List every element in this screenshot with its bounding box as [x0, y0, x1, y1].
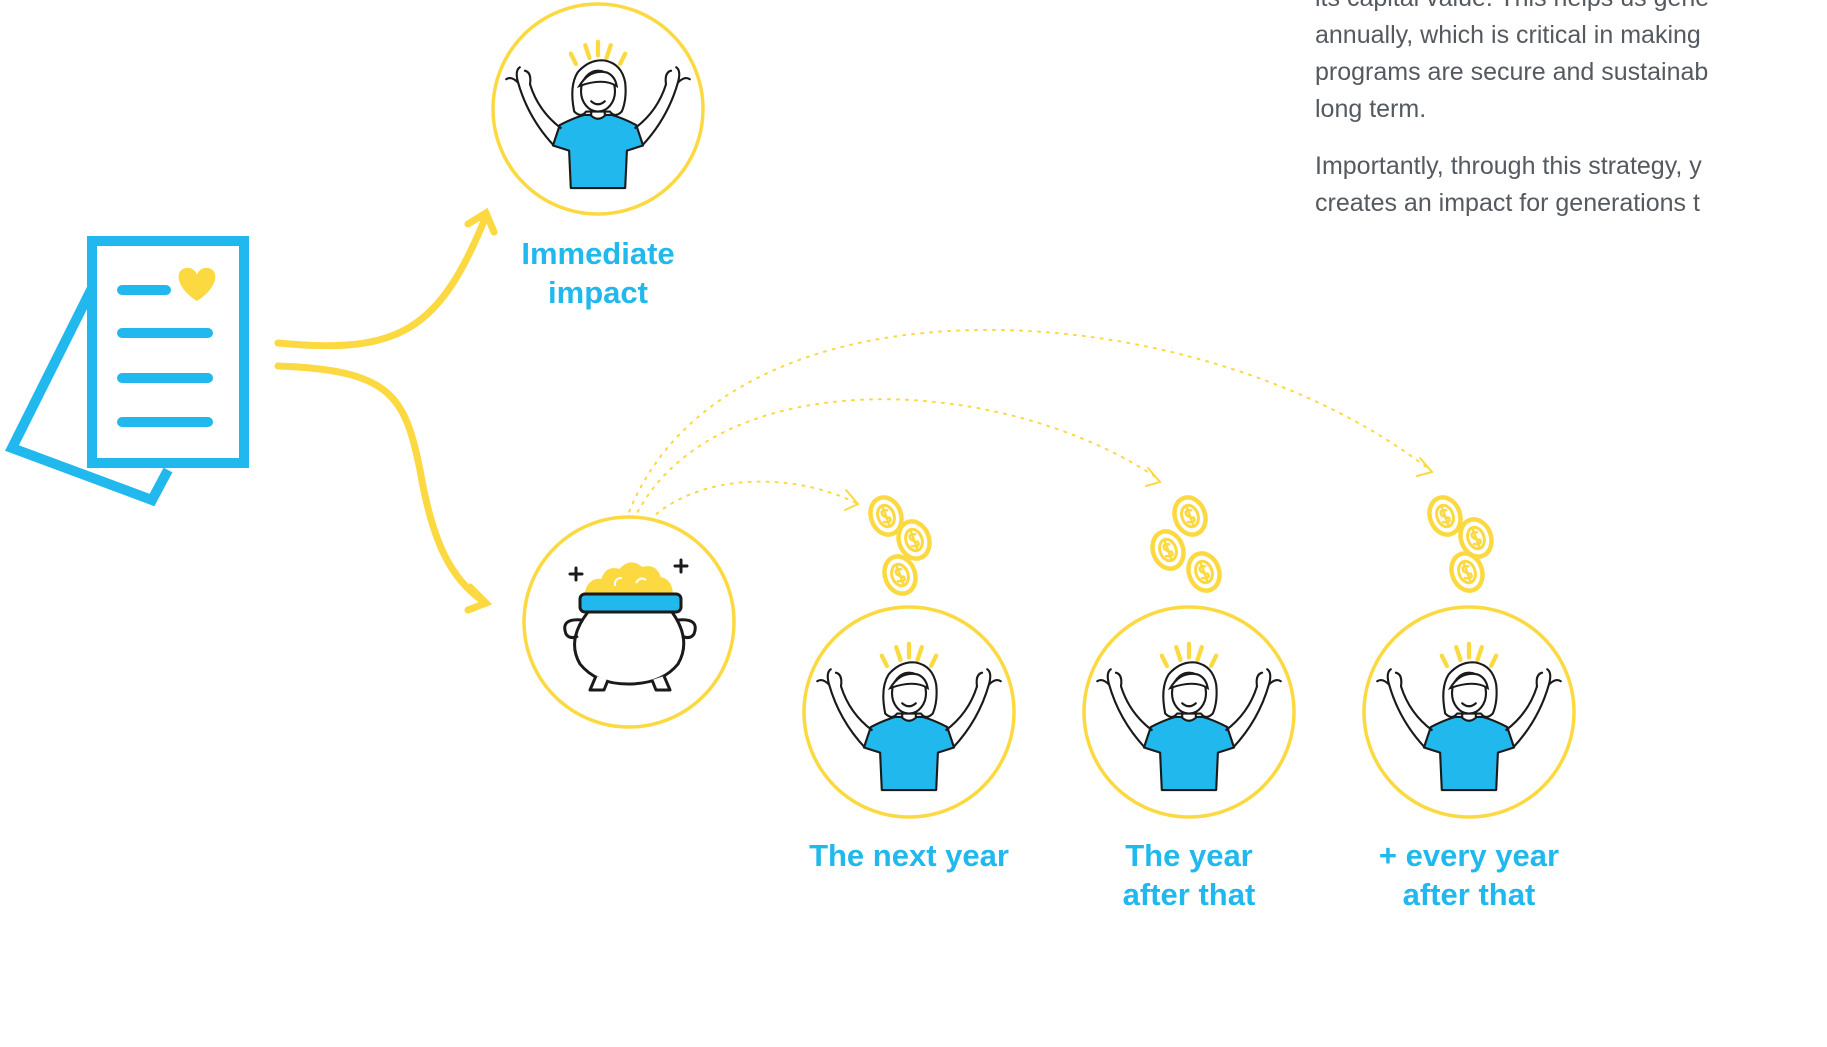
paragraph-1-line: long term. — [1315, 95, 1427, 123]
coins-next-year-icon — [865, 493, 934, 598]
paragraph-2-line: Importantly, through this strategy, y — [1315, 152, 1702, 180]
immediate-impact-person-icon — [491, 2, 705, 216]
paragraph-2-line: creates an impact for generations t — [1315, 189, 1700, 217]
label-year-after: The year after that — [1089, 836, 1289, 914]
label-line: The next year — [809, 838, 1009, 873]
label-next-year: The next year — [789, 836, 1029, 875]
next-year-person-icon — [802, 605, 1016, 819]
every-year-person-icon — [1362, 605, 1576, 819]
dotted-arc-next-year — [631, 480, 860, 541]
coins-every-year-icon — [1424, 493, 1496, 595]
label-line: after that — [1122, 877, 1256, 912]
label-line: The year — [1125, 838, 1253, 873]
label-line: after that — [1402, 877, 1536, 912]
label-line: + every year — [1378, 838, 1560, 873]
arrow-to-pot — [274, 362, 493, 614]
description-text: its capital value. This helps us gene an… — [1315, 0, 1827, 242]
coins-year-after-icon — [1147, 493, 1224, 595]
paragraph-1-line: annually, which is critical in making — [1315, 21, 1701, 49]
dotted-arc-year-after — [629, 398, 1162, 529]
document-with-heart-icon — [5, 236, 249, 507]
arrow-to-immediate-impact — [274, 207, 498, 350]
label-immediate-impact: Immediate impact — [498, 234, 698, 312]
label-line: impact — [548, 275, 648, 310]
paragraph-2: Importantly, through this strategy, y cr… — [1315, 148, 1827, 222]
paragraph-1: its capital value. This helps us gene an… — [1315, 0, 1827, 128]
label-line: Immediate — [521, 236, 675, 271]
pot-of-gold-icon — [522, 515, 736, 729]
dotted-arc-every-year — [625, 328, 1434, 521]
year-after-person-icon — [1082, 605, 1296, 819]
label-every-year: + every year after that — [1359, 836, 1579, 914]
paragraph-1-line: programs are secure and sustainab — [1315, 58, 1709, 86]
paragraph-1-line: its capital value. This helps us gene — [1315, 0, 1827, 17]
